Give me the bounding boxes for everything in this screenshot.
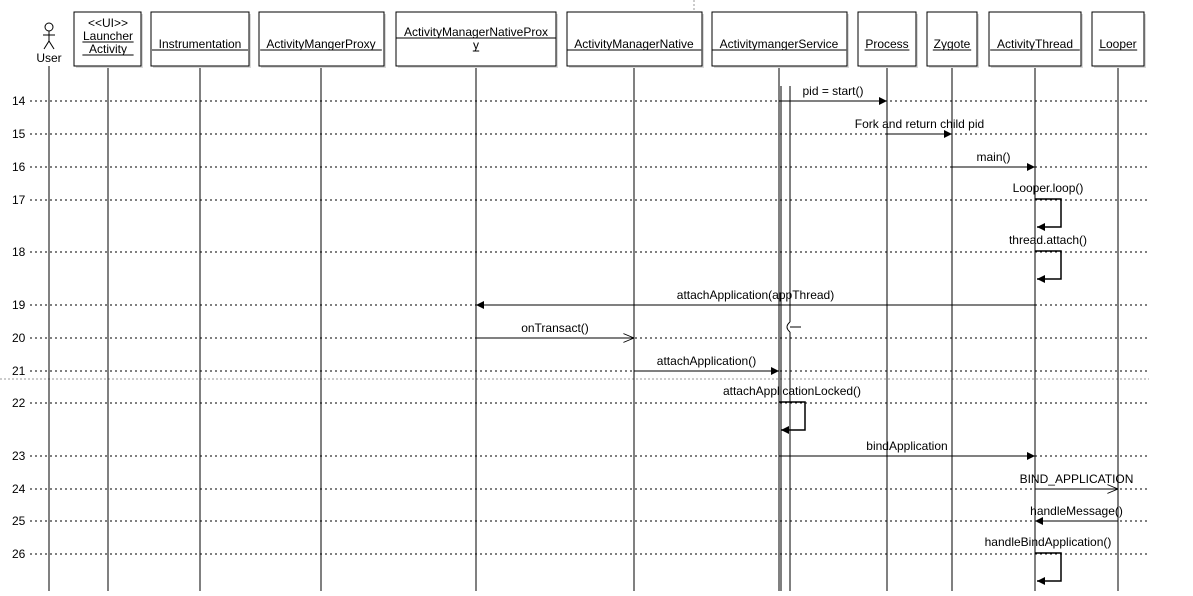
message: bindApplication — [779, 439, 1035, 460]
activation-bars — [780, 86, 801, 591]
participant-process[interactable]: Process — [857, 11, 918, 68]
participant-box — [988, 11, 1082, 67]
self-call-arrow — [1035, 552, 1062, 585]
row-number: 19 — [12, 298, 26, 312]
participant-name: Instrumentation — [159, 37, 242, 51]
message-label: thread.attach() — [1009, 233, 1087, 247]
message-label: main() — [976, 150, 1010, 164]
participant-name: ActivitymangerService — [720, 37, 839, 51]
self-call-arrow — [1035, 198, 1062, 231]
row-number: 22 — [12, 396, 26, 410]
row-number: 21 — [12, 364, 26, 378]
participant-box — [150, 11, 250, 67]
message: BIND_APPLICATION — [1020, 472, 1134, 489]
self-call-arrow — [1035, 250, 1062, 283]
participant-name: y — [473, 38, 479, 52]
row-number: 18 — [12, 245, 26, 259]
message: Fork and return child pid — [855, 117, 984, 138]
participant-name: ActivityManagerNative — [574, 37, 694, 51]
participant-box — [926, 11, 978, 67]
row-number: 24 — [12, 482, 26, 496]
participant-activitythread[interactable]: ActivityThread — [988, 11, 1083, 68]
participant-looper[interactable]: Looper — [1091, 11, 1146, 68]
participant-box — [1091, 11, 1145, 67]
message: pid = start() — [779, 84, 887, 105]
participant-box — [395, 11, 557, 67]
message-label: BIND_APPLICATION — [1020, 472, 1134, 486]
row-number: 26 — [12, 547, 26, 561]
participant-name: Process — [865, 37, 908, 51]
participant-name: Looper — [1099, 37, 1136, 51]
message: attachApplication() — [634, 354, 779, 375]
row-number: 16 — [12, 160, 26, 174]
message: onTransact() — [476, 321, 634, 338]
participant-instrumentation[interactable]: Instrumentation — [150, 11, 251, 68]
message-label: attachApplicationLocked() — [723, 384, 861, 398]
participant-name: ActivityThread — [997, 37, 1073, 51]
participant-name: ActivityMangerProxy — [266, 37, 375, 51]
messages: pid = start() Fork and return child pid ma… — [476, 84, 1134, 585]
row-number: 14 — [12, 94, 26, 108]
lifelines — [48, 66, 1119, 591]
participant-box — [258, 11, 385, 67]
message-label: handleMessage() — [1030, 504, 1123, 518]
message: attachApplicationLocked() — [723, 384, 861, 434]
message: attachApplication(appThread) — [476, 288, 1035, 309]
participant-name: Launcher — [83, 29, 133, 43]
message-label: pid = start() — [802, 84, 863, 98]
message-label: bindApplication — [866, 439, 947, 453]
participant-name: Activity — [89, 42, 127, 56]
row-number: 25 — [12, 514, 26, 528]
message-label: attachApplication() — [657, 354, 756, 368]
participant-box — [711, 11, 848, 67]
row-number: 15 — [12, 127, 26, 141]
user-label: User — [36, 51, 61, 65]
participant-name: ActivityManagerNativeProx — [404, 25, 548, 39]
row-number: 23 — [12, 449, 26, 463]
user-actor[interactable]: User — [36, 22, 62, 65]
message: Looper.loop() — [1013, 181, 1084, 231]
row-numbers: 14 15 16 17 18 19 20 21 22 23 24 25 26 — [12, 94, 26, 561]
participant-native[interactable]: ActivityManagerNative — [566, 11, 704, 68]
participant-proxy[interactable]: ActivityMangerProxy — [258, 11, 386, 68]
message-label: handleBindApplication() — [985, 535, 1112, 549]
participant-name: Zygote — [934, 37, 971, 51]
message-label: Fork and return child pid — [855, 117, 984, 131]
participant-box — [566, 11, 703, 67]
participant-stereotype: <<UI>> — [88, 16, 128, 30]
message: thread.attach() — [1009, 233, 1087, 283]
participant-box — [857, 11, 917, 67]
participant-zygote[interactable]: Zygote — [926, 11, 979, 68]
message: main() — [952, 150, 1035, 171]
row-grid — [30, 100, 1149, 555]
self-call-arrow — [779, 401, 806, 434]
stick-figure-icon — [43, 22, 55, 50]
row-number: 20 — [12, 331, 26, 345]
message-label: attachApplication(appThread) — [677, 288, 834, 302]
participant-box — [73, 11, 142, 67]
row-number: 17 — [12, 193, 26, 207]
message: handleMessage() — [1030, 504, 1123, 525]
message-label: onTransact() — [521, 321, 589, 335]
participant-service[interactable]: ActivitymangerService — [711, 11, 849, 68]
message: handleBindApplication() — [985, 535, 1112, 585]
message-label: Looper.loop() — [1013, 181, 1084, 195]
activation-break — [786, 321, 791, 333]
